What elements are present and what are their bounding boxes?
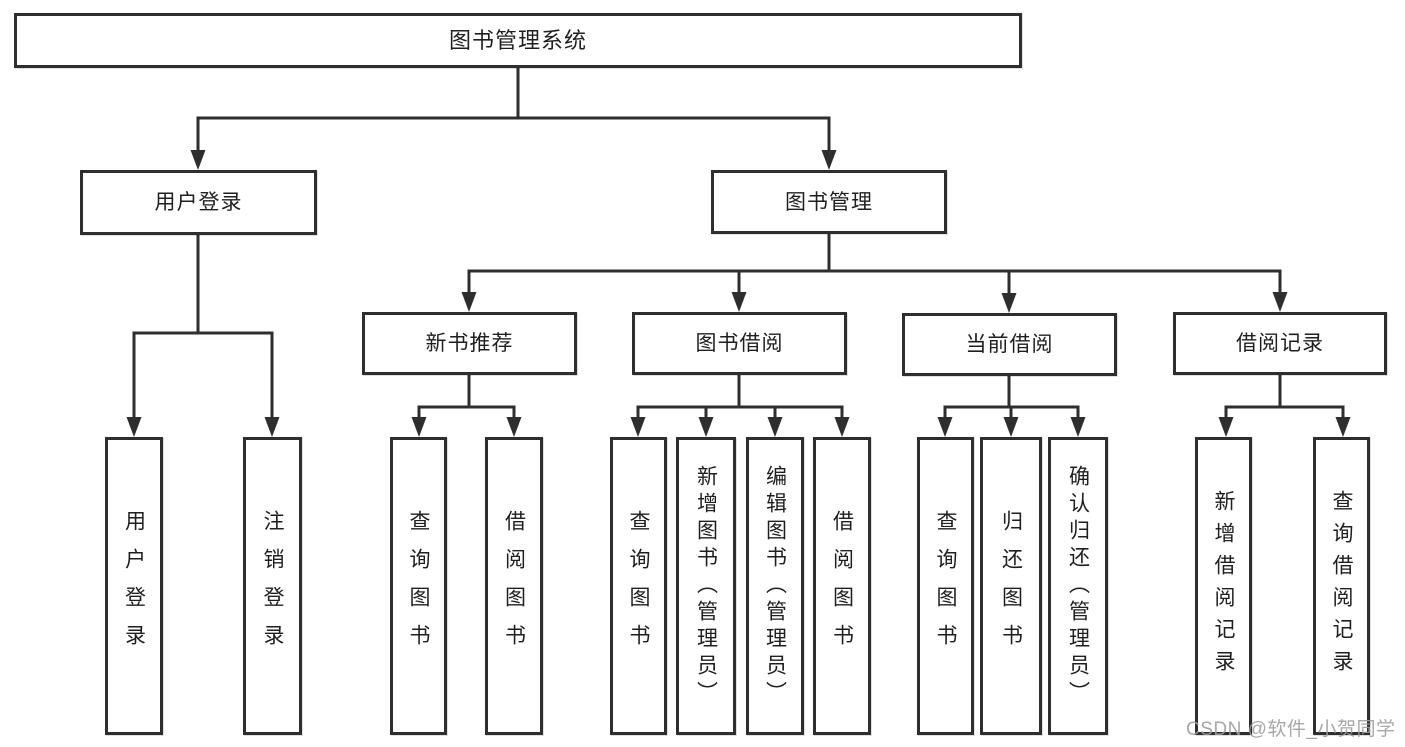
node-label-leaf-nbr-borrow: 借阅图书 — [502, 510, 526, 662]
arrowhead — [698, 417, 714, 437]
node-leaf-nbr-query: 查询图书 — [390, 437, 447, 735]
node-leaf-nbr-borrow: 借阅图书 — [485, 437, 543, 735]
arrowhead — [834, 417, 850, 437]
node-label-new-book-rec: 新书推荐 — [425, 332, 514, 355]
watermark: CSDN @软件_小贺同学 — [1186, 719, 1396, 740]
node-book-borrow: 图书借阅 — [632, 312, 847, 375]
node-label-leaf-br-query: 查询借阅记录 — [1330, 490, 1353, 682]
arrowhead — [190, 150, 206, 170]
node-leaf-br-query: 查询借阅记录 — [1313, 437, 1370, 735]
node-leaf-cb-confirm: 确认归还（管理员） — [1048, 437, 1108, 735]
node-book-mgmt: 图书管理 — [711, 170, 947, 234]
node-label-leaf-user-login: 用户登录 — [122, 510, 146, 662]
node-label-leaf-cb-return: 归还图书 — [999, 510, 1023, 662]
arrowhead — [264, 417, 280, 437]
node-label-book-mgmt: 图书管理 — [785, 190, 873, 214]
arrowhead — [411, 417, 427, 437]
node-leaf-cb-query: 查询图书 — [917, 437, 974, 735]
node-current-borrow: 当前借阅 — [902, 313, 1117, 376]
node-leaf-bb-borrow: 借阅图书 — [813, 437, 871, 735]
arrowhead — [1335, 417, 1351, 437]
node-label-leaf-cb-query: 查询图书 — [934, 510, 957, 662]
node-label-root: 图书管理系统 — [448, 27, 587, 53]
arrowhead — [731, 292, 747, 312]
node-user-login: 用户登录 — [80, 170, 317, 235]
node-root: 图书管理系统 — [14, 13, 1022, 68]
node-label-leaf-logout: 注销登录 — [261, 510, 284, 662]
node-leaf-logout: 注销登录 — [243, 437, 302, 735]
node-label-leaf-bb-borrow: 借阅图书 — [830, 510, 854, 662]
arrowhead — [1272, 292, 1288, 312]
node-leaf-br-add: 新增借阅记录 — [1195, 437, 1252, 735]
arrowhead — [506, 417, 522, 437]
node-label-borrow-records: 借阅记录 — [1236, 332, 1324, 355]
node-label-leaf-br-add: 新增借阅记录 — [1212, 490, 1235, 682]
node-label-current-borrow: 当前借阅 — [965, 333, 1054, 356]
arrowhead — [1001, 293, 1017, 313]
arrowhead — [821, 150, 837, 170]
node-label-leaf-bb-edit: 编辑图书（管理员） — [763, 464, 787, 708]
node-leaf-cb-return: 归还图书 — [980, 437, 1042, 735]
arrowhead — [126, 417, 142, 437]
node-leaf-bb-edit: 编辑图书（管理员） — [746, 437, 804, 735]
node-label-leaf-bb-add: 新增图书（管理员） — [694, 464, 718, 708]
node-label-leaf-bb-query: 查询图书 — [627, 510, 650, 662]
node-label-book-borrow: 图书借阅 — [695, 332, 784, 355]
arrowhead — [1218, 417, 1234, 437]
node-borrow-records: 借阅记录 — [1173, 312, 1387, 375]
node-leaf-bb-query: 查询图书 — [610, 437, 667, 735]
node-label-leaf-nbr-query: 查询图书 — [407, 510, 430, 662]
node-leaf-user-login: 用户登录 — [105, 437, 163, 735]
arrowhead — [461, 292, 477, 312]
arrowhead — [937, 417, 953, 437]
arrowhead — [630, 417, 646, 437]
node-label-leaf-cb-confirm: 确认归还（管理员） — [1066, 464, 1090, 708]
node-leaf-bb-add: 新增图书（管理员） — [676, 437, 736, 735]
arrowhead — [767, 417, 783, 437]
node-label-user-login: 用户登录 — [154, 191, 243, 214]
arrowhead — [1070, 417, 1086, 437]
arrowhead — [1003, 417, 1019, 437]
node-new-book-rec: 新书推荐 — [362, 312, 577, 375]
